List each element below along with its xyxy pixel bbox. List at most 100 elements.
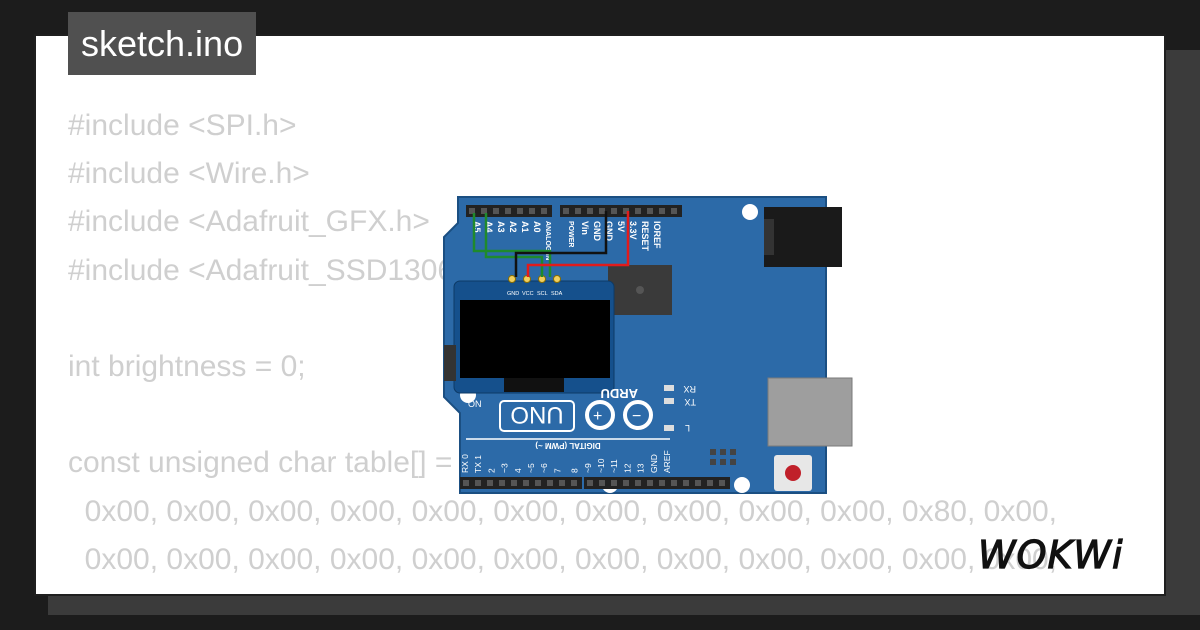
header-pin[interactable] (647, 208, 653, 214)
digital-pin-label: 4 (513, 468, 523, 473)
header-pin[interactable] (611, 208, 617, 214)
header-pin[interactable] (505, 208, 511, 214)
header-pin[interactable] (487, 480, 493, 486)
analog-pin-label: A3 (496, 221, 506, 233)
code-line: #include <Wire.h> (68, 157, 310, 191)
minus-icon: − (632, 408, 641, 425)
uno-logo-box (499, 400, 575, 432)
power-jack (764, 207, 842, 267)
header-pin[interactable] (623, 208, 629, 214)
chip-notch (636, 286, 644, 294)
header-pin[interactable] (671, 480, 677, 486)
mount-hole (734, 477, 750, 493)
icsp-pin (720, 449, 726, 455)
header-pin[interactable] (635, 480, 641, 486)
header-pin[interactable] (719, 480, 725, 486)
digital-pin-label: 7 (552, 468, 562, 473)
header-pin[interactable] (683, 480, 689, 486)
oled-pin-label: SDA (551, 291, 563, 297)
mount-hole (742, 204, 758, 220)
digital-pin-label: ~9 (583, 463, 593, 473)
file-tab[interactable]: sketch.ino (68, 12, 257, 75)
header-pin[interactable] (635, 208, 641, 214)
code-line: #include <SPI.h> (68, 109, 297, 142)
reset-button-cap[interactable] (785, 465, 801, 481)
icsp-pin (720, 459, 726, 465)
code-line: 0x00, 0x00, 0x00, 0x00, 0x00, 0x00, 0x00… (68, 584, 1057, 594)
oled-ribbon (504, 378, 564, 392)
header-pin[interactable] (707, 480, 713, 486)
wire-scl (484, 213, 544, 277)
power-pin-label: 3.3V (628, 221, 638, 240)
code-line: const unsigned char table[] = { (68, 446, 471, 480)
arduino-uno-board[interactable]: A5 A4 A3 A2 A1 A0 ANALOG IN POWER Vin GN… (438, 193, 858, 503)
header-pin[interactable] (511, 480, 517, 486)
digital-pin-label: ~6 (539, 463, 549, 473)
digital-pin-label: ~3 (500, 463, 510, 473)
rx-label: RX (683, 384, 696, 394)
header-pin[interactable] (671, 208, 677, 214)
digital-pin-label: TX 1 (473, 455, 483, 473)
analog-pin-label: A4 (484, 221, 494, 233)
oled-pin[interactable] (508, 275, 516, 283)
power-section-label: POWER (567, 221, 574, 247)
header-pin[interactable] (529, 208, 535, 214)
tx-label: TX (684, 397, 696, 407)
code-line: #include <Adafruit_GFX.h> (68, 205, 430, 239)
header-pin[interactable] (611, 480, 617, 486)
header-pin[interactable] (559, 480, 565, 486)
digital-pin-label: ~10 (596, 458, 606, 473)
usb-port (767, 377, 853, 447)
header-pin[interactable] (575, 208, 581, 214)
digital-pin-label: RX 0 (460, 454, 470, 473)
header-pin[interactable] (481, 208, 487, 214)
header-pin[interactable] (587, 480, 593, 486)
digital-pin-label: GND (649, 454, 659, 473)
header-pin[interactable] (547, 480, 553, 486)
header-pin[interactable] (623, 480, 629, 486)
header-pin[interactable] (475, 480, 481, 486)
analog-pin-label: A5 (472, 221, 482, 233)
power-header (560, 205, 682, 217)
oled-pin-label: GND (507, 291, 519, 297)
header-pin[interactable] (523, 480, 529, 486)
icsp-pin (730, 449, 736, 455)
oled-pin-label: SCL (537, 291, 548, 297)
header-pin[interactable] (563, 208, 569, 214)
power-pin-label: 5V (616, 221, 626, 232)
header-pin[interactable] (599, 480, 605, 486)
header-pin[interactable] (599, 208, 605, 214)
header-pin[interactable] (469, 208, 475, 214)
header-pin[interactable] (463, 480, 469, 486)
header-pin[interactable] (659, 208, 665, 214)
code-line: 0x00, 0x00, 0x00, 0x00, 0x00, 0x00, 0x00… (68, 542, 1058, 576)
analog-pin-label: A1 (520, 221, 530, 233)
digital-pin-label: 8 (570, 468, 580, 473)
header-pin[interactable] (493, 208, 499, 214)
digital-pin-label: AREF (662, 450, 672, 473)
power-jack-cap (764, 219, 774, 255)
on-led-label: ON (468, 399, 482, 409)
power-pin-label: RESET (640, 221, 650, 252)
oled-pin[interactable] (553, 275, 561, 283)
header-pin[interactable] (499, 480, 505, 486)
digital-pin-label: 13 (636, 463, 646, 473)
icsp-pin (730, 459, 736, 465)
header-pin[interactable] (695, 480, 701, 486)
power-pin-label: IOREF (652, 221, 662, 249)
header-pin[interactable] (541, 208, 547, 214)
header-pin[interactable] (535, 480, 541, 486)
header-pin[interactable] (571, 480, 577, 486)
code-editor: #include <SPI.h> #include <Wire.h> #includ… (68, 102, 1058, 594)
analog-pin-label: A2 (508, 221, 518, 233)
plus-icon: + (593, 408, 602, 425)
analog-pin-label: A0 (532, 221, 542, 233)
board-pcb (443, 196, 827, 494)
header-pin[interactable] (647, 480, 653, 486)
header-pin[interactable] (659, 480, 665, 486)
header-pin[interactable] (517, 208, 523, 214)
icsp-pin (710, 459, 716, 465)
icsp-header (444, 345, 456, 381)
header-pin[interactable] (587, 208, 593, 214)
analog-section-label: ANALOG IN (544, 221, 551, 260)
